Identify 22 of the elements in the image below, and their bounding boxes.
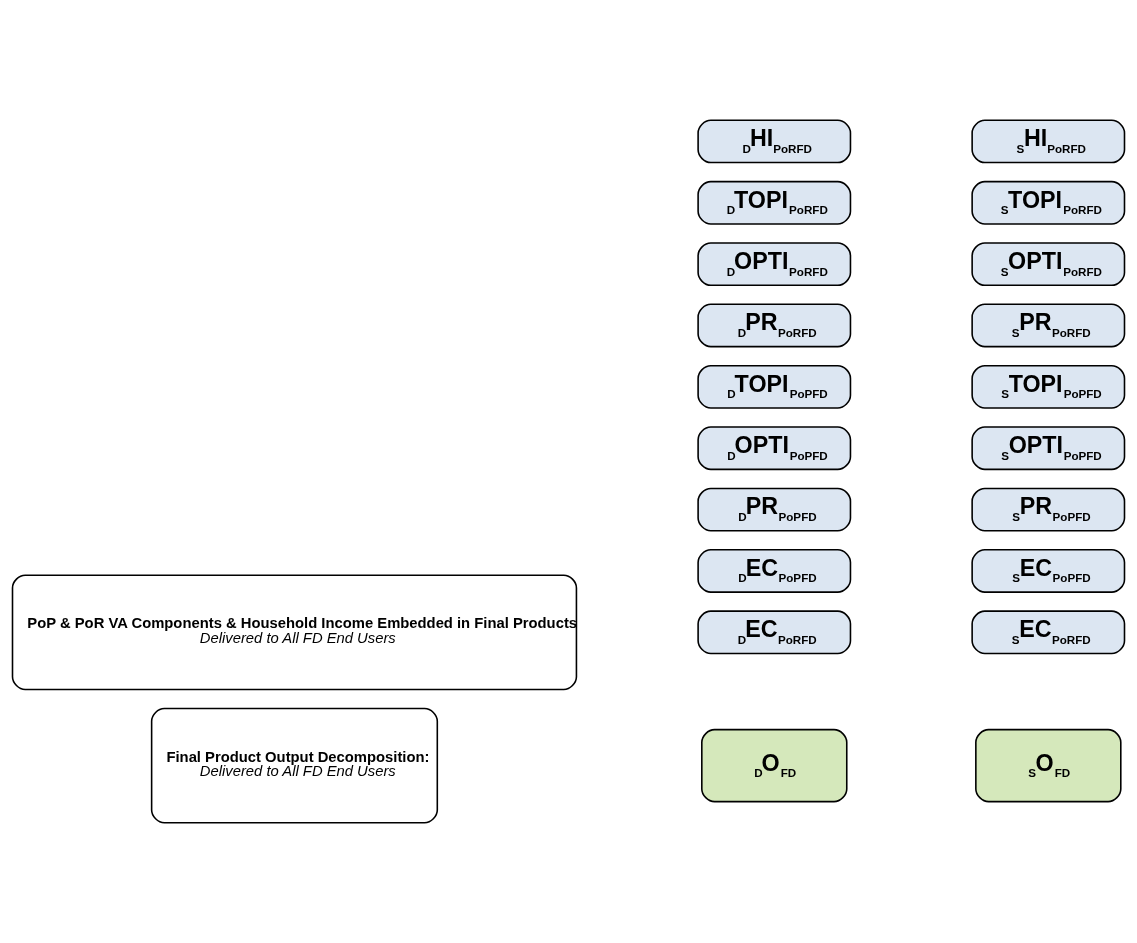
- node-box: $_{S}$OPTI$_{PoPFD}$: [971, 426, 1126, 471]
- node-box: $_{S}$HI$_{PoRFD}$: [971, 119, 1126, 164]
- node-box: $_{S}$O$_{FD}$: [975, 728, 1122, 803]
- node-box: $_{D}$TOPI$_{PoPFD}$: [697, 364, 852, 409]
- node-box: $_{D}$OPTI$_{PoPFD}$: [697, 426, 852, 471]
- node-box: $_{D}$HI$_{PoRFD}$: [697, 119, 852, 164]
- node-box: $_{D}$PR$_{PoPFD}$: [697, 487, 852, 532]
- node-box: Final Product Output Decomposition: Delivered to All FD End Users: [150, 707, 439, 824]
- node-box: $_{D}$TOPI$_{PoRFD}$: [697, 180, 852, 225]
- node-box: $_{S}$PR$_{PoRFD}$: [971, 303, 1126, 348]
- node-box: $_{D}$OPTI$_{PoRFD}$: [697, 242, 852, 287]
- node-box: PoP & PoR VA Components & Household Income Embedded in Final Products Delivered to All FD End Users: [11, 574, 578, 691]
- node-box: $_{S}$EC$_{PoPFD}$: [971, 549, 1126, 593]
- node-box: $_{S}$EC$_{PoRFD}$: [971, 610, 1126, 655]
- node-box: $_{D}$PR$_{PoRFD}$: [697, 303, 852, 348]
- node-box: $_{D}$EC$_{PoRFD}$: [697, 610, 852, 655]
- node-box: $_{S}$PR$_{PoPFD}$: [971, 487, 1126, 532]
- node-box: $_{D}$O$_{FD}$: [701, 728, 848, 803]
- node-box: $_{D}$EC$_{PoPFD}$: [697, 549, 852, 593]
- node-box: $_{S}$TOPI$_{PoRFD}$: [971, 180, 1126, 225]
- node-box: $_{S}$OPTI$_{PoRFD}$: [971, 242, 1126, 287]
- node-box: $_{S}$TOPI$_{PoPFD}$: [971, 364, 1126, 409]
